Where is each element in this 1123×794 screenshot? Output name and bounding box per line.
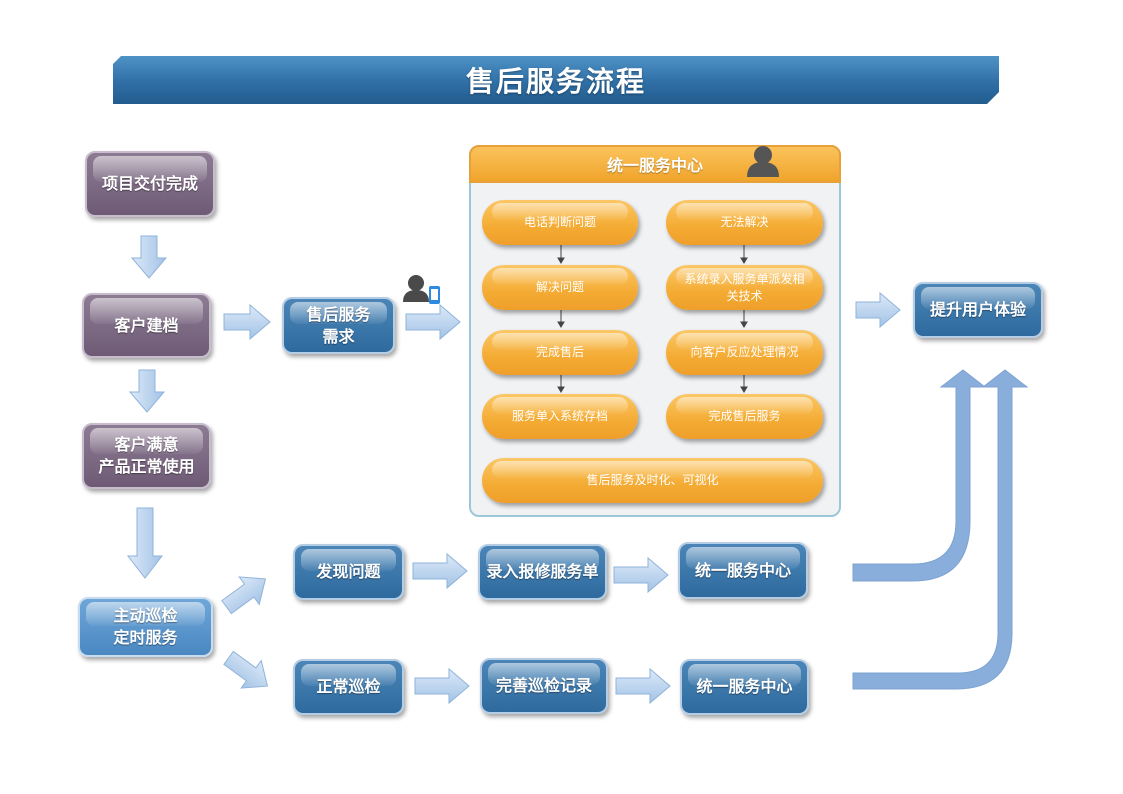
record-repair-label: 录入报修服务单 (486, 562, 599, 581)
customer-file-box: 客户建档 (82, 293, 211, 358)
arrow-up-right-icon (221, 576, 267, 615)
arrow-up-icon (852, 369, 987, 582)
step-label: 服务单入系统存档 (511, 409, 608, 423)
arrow-right-icon (615, 667, 671, 705)
step-cannot-solve: 无法解决 (666, 200, 823, 245)
complete-record-box: 完善巡检记录 (480, 658, 608, 714)
arrow-down-right-icon (223, 650, 269, 689)
step-label: 售后服务及时化、可视化 (586, 473, 719, 487)
arrow-down-icon (126, 507, 164, 579)
find-problem-label: 发现问题 (316, 562, 381, 581)
arrow-right-icon (613, 556, 669, 594)
improve-experience-box: 提升用户体验 (913, 282, 1043, 338)
active-inspection-label: 主动巡检 定时服务 (113, 606, 178, 647)
arrow-right-icon (412, 552, 468, 590)
step-solve-problem: 解决问题 (482, 265, 638, 310)
step-label: 完成售后 (535, 345, 584, 359)
customer-satisfied-label: 客户满意 产品正常使用 (98, 435, 195, 476)
record-repair-box: 录入报修服务单 (478, 544, 607, 600)
step-timely-visual: 售后服务及时化、可视化 (482, 458, 823, 503)
step-label: 向客户反应处理情况 (690, 345, 799, 359)
service-center-label: 统一服务中心 (696, 677, 793, 696)
step-label: 完成售后服务 (708, 409, 781, 423)
after-sales-demand-label: 售后服务 需求 (306, 304, 371, 346)
service-center-title: 统一服务中心 (606, 156, 703, 175)
step-dispatch-tech: 系统录入服务单派发相 关技术 (666, 265, 823, 310)
service-center-label: 统一服务中心 (694, 560, 791, 580)
arrow-right-icon (855, 291, 901, 329)
step-report-customer: 向客户反应处理情况 (666, 330, 823, 375)
step-complete-service: 完成售后服务 (666, 394, 823, 439)
title-banner: 售后服务流程 (113, 56, 999, 104)
service-center-box-1: 统一服务中心 (678, 542, 808, 599)
customer-satisfied-box: 客户满意 产品正常使用 (82, 423, 211, 489)
service-center-box-2: 统一服务中心 (680, 659, 809, 715)
arrow-down-icon (128, 369, 166, 413)
service-center-header: 统一服务中心 (469, 145, 841, 183)
user-icon (747, 146, 779, 177)
arrow-right-icon (405, 303, 461, 341)
step-phone-judge: 电话判断问题 (482, 200, 638, 245)
step-label: 解决问题 (535, 280, 584, 294)
arrow-right-icon (414, 667, 470, 705)
step-archive: 服务单入系统存档 (482, 394, 638, 439)
project-delivered-label: 项目交付完成 (101, 174, 198, 193)
project-delivered-box: 项目交付完成 (85, 151, 215, 217)
normal-inspection-box: 正常巡检 (293, 659, 404, 715)
step-label: 系统录入服务单派发相 关技术 (684, 271, 805, 303)
active-inspection-box: 主动巡检 定时服务 (78, 597, 213, 657)
step-complete-after-sales: 完成售后 (482, 330, 638, 375)
user-phone-icon (403, 275, 440, 304)
step-label: 电话判断问题 (523, 215, 596, 229)
find-problem-box: 发现问题 (293, 544, 404, 600)
step-label: 无法解决 (720, 215, 769, 229)
after-sales-demand-box: 售后服务 需求 (282, 297, 395, 354)
arrow-right-icon (223, 303, 271, 341)
arrow-down-icon (130, 235, 168, 279)
customer-file-label: 客户建档 (114, 315, 179, 335)
arrow-up-icon (852, 369, 1029, 690)
page-title: 售后服务流程 (465, 65, 646, 98)
improve-experience-label: 提升用户体验 (929, 300, 1026, 319)
complete-record-label: 完善巡检记录 (495, 676, 592, 695)
normal-inspection-label: 正常巡检 (316, 677, 381, 696)
